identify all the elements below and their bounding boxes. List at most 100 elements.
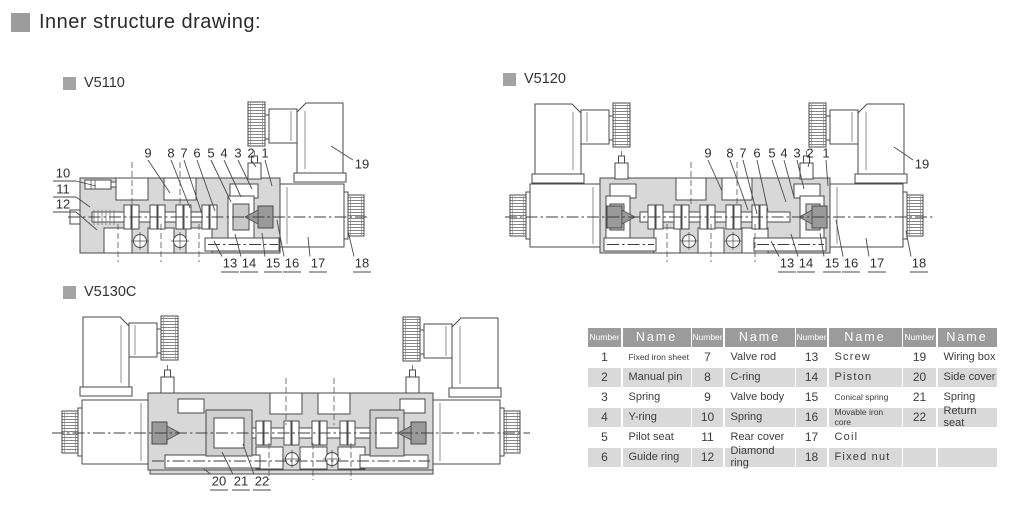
svg-text:2: 2 [247, 146, 254, 161]
part-number-cell: 8 [692, 368, 723, 387]
part-name-cell: Spring [724, 408, 795, 427]
section-label-text: V5120 [524, 71, 566, 87]
part-number-cell [903, 448, 936, 467]
part-number-cell: 6 [588, 448, 621, 467]
svg-text:18: 18 [912, 256, 926, 271]
section-label-text: V5130C [84, 284, 137, 300]
part-number-cell: 5 [588, 428, 621, 447]
part-name-cell [937, 428, 997, 447]
svg-text:2: 2 [806, 146, 813, 161]
part-number-cell: 13 [796, 348, 827, 367]
part-number-cell: 17 [796, 428, 827, 447]
part-number-cell: 16 [796, 408, 827, 427]
part-name-cell [937, 448, 997, 467]
svg-text:6: 6 [193, 146, 200, 161]
part-name-cell: Return seat [937, 405, 997, 429]
svg-text:11: 11 [56, 182, 70, 197]
part-name-cell: Fixed nut [828, 448, 902, 467]
section-label-text: V5110 [84, 75, 125, 91]
part-number-cell: 19 [903, 348, 936, 367]
section-label-v5130c: V5130C [63, 284, 136, 300]
table-header-cell: Name [622, 328, 691, 347]
svg-text:4: 4 [220, 146, 227, 161]
part-name-cell: Guide ring [622, 448, 691, 467]
part-name-cell: Screw [828, 348, 902, 367]
part-name-cell: Side cover [937, 368, 997, 387]
svg-text:8: 8 [726, 146, 733, 161]
table-header-cell: Name [937, 328, 997, 347]
svg-text:6: 6 [753, 146, 760, 161]
svg-text:15: 15 [825, 256, 839, 271]
svg-text:8: 8 [167, 146, 174, 161]
svg-text:1: 1 [261, 146, 268, 161]
section-label-v5110: V5110 [63, 75, 125, 91]
part-name-cell: Rear cover [724, 428, 795, 447]
title-bullet-icon [11, 13, 30, 32]
part-number-cell: 18 [796, 448, 827, 467]
part-number-cell: 7 [692, 348, 723, 367]
part-name-cell: Valve body [724, 388, 795, 407]
svg-text:9: 9 [704, 146, 711, 161]
part-number-cell: 10 [692, 408, 723, 427]
svg-text:17: 17 [311, 256, 325, 271]
table-header-cell: Number [692, 328, 723, 347]
part-number-cell: 12 [692, 448, 723, 467]
table-header-cell: Number [903, 328, 936, 347]
part-name-cell: Valve rod [724, 348, 795, 367]
diagram-v5130c: 20 21 22 [52, 315, 530, 491]
part-name-cell: Pilot seat [622, 428, 691, 447]
svg-text:9: 9 [144, 146, 151, 161]
svg-text:19: 19 [355, 157, 369, 172]
svg-text:13: 13 [223, 256, 237, 271]
part-name-cell: Conical spring [828, 388, 902, 407]
svg-text:16: 16 [285, 256, 299, 271]
svg-text:16: 16 [844, 256, 858, 271]
part-name-cell: Spring [937, 388, 997, 407]
table-header-cell: Name [828, 328, 902, 347]
part-name-cell: C-ring [724, 368, 795, 387]
svg-text:4: 4 [780, 146, 787, 161]
svg-text:14: 14 [242, 256, 256, 271]
part-name-cell: Diamond ring [724, 445, 795, 469]
svg-text:17: 17 [870, 256, 884, 271]
svg-text:3: 3 [234, 146, 241, 161]
part-number-cell: 15 [796, 388, 827, 407]
section-bullet-icon [63, 285, 76, 299]
svg-text:20: 20 [212, 474, 226, 489]
svg-text:21: 21 [234, 474, 248, 489]
part-name-cell: Y-ring [622, 408, 691, 427]
part-name-cell: Piston [828, 368, 902, 387]
svg-text:13: 13 [780, 256, 794, 271]
part-name-cell: Coil [828, 428, 902, 447]
svg-text:5: 5 [207, 146, 214, 161]
svg-text:5: 5 [768, 146, 775, 161]
table-header-cell: Name [724, 328, 795, 347]
part-number-cell: 14 [796, 368, 827, 387]
page-title: Inner structure drawing: [39, 11, 262, 33]
svg-text:19: 19 [915, 157, 929, 172]
part-name-cell: Wiring box [937, 348, 997, 367]
svg-text:7: 7 [739, 146, 746, 161]
part-name-cell: Spring [622, 388, 691, 407]
table-header-cell: Number [588, 328, 621, 347]
svg-text:3: 3 [793, 146, 800, 161]
section-bullet-icon [503, 72, 516, 86]
part-number-cell: 22 [903, 408, 936, 427]
part-number-cell: 11 [692, 428, 723, 447]
part-number-cell: 9 [692, 388, 723, 407]
part-number-cell: 4 [588, 408, 621, 427]
svg-text:7: 7 [180, 146, 187, 161]
svg-text:18: 18 [355, 256, 369, 271]
svg-text:22: 22 [255, 474, 269, 489]
part-number-cell [903, 428, 936, 447]
svg-text:12: 12 [56, 197, 70, 212]
svg-text:15: 15 [266, 256, 280, 271]
part-name-cell: Fixed iron sheet [622, 348, 691, 367]
part-name-cell: Movable iron core [828, 407, 902, 427]
part-number-cell: 3 [588, 388, 621, 407]
part-number-cell: 21 [903, 388, 936, 407]
